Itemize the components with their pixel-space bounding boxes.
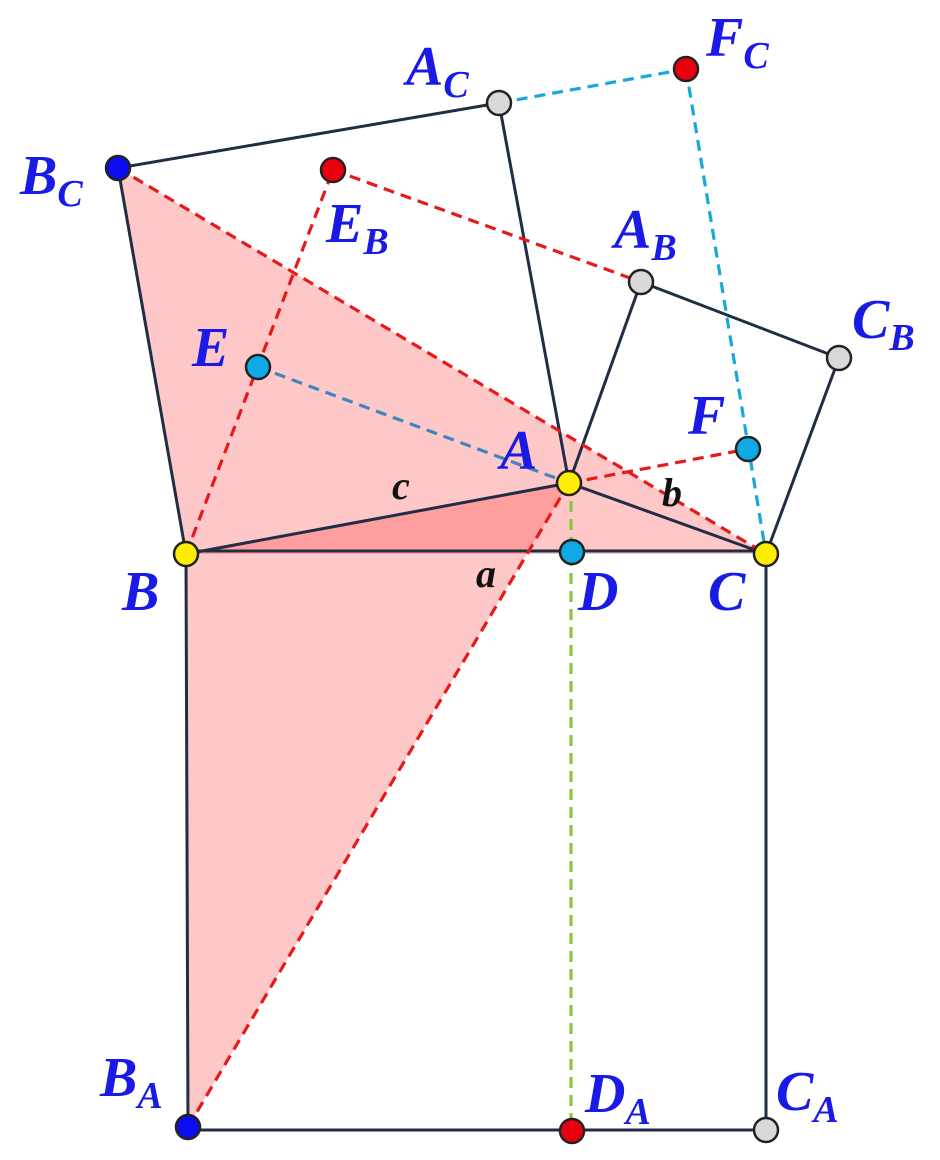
point-E-dot <box>244 353 272 381</box>
square-left <box>184 553 190 1128</box>
point-AC-dot <box>485 89 513 117</box>
dashed-a-f <box>568 447 749 485</box>
point-FC: FC <box>672 7 769 83</box>
point-EB-dot <box>319 156 347 184</box>
point-DA-dot <box>558 1117 586 1145</box>
dashed-lines <box>117 67 768 1130</box>
point-AB-dot <box>627 268 655 296</box>
segment-b-bc <box>116 167 188 555</box>
side-label-b: b <box>662 470 682 515</box>
point-AC-label: AC <box>403 36 469 106</box>
point-FC-dot <box>672 55 700 83</box>
side-c <box>185 481 570 556</box>
point-D: D <box>558 538 618 623</box>
point-CB: CB <box>825 289 915 372</box>
point-EB: EB <box>319 156 389 263</box>
points: A B C D E F AC FC <box>19 7 915 1145</box>
shaded-regions <box>118 168 766 1127</box>
point-C-label: C <box>708 561 746 623</box>
point-DA-label: DA <box>584 1063 651 1133</box>
point-CA: CA <box>752 1061 839 1144</box>
point-CB-dot <box>825 344 853 372</box>
point-BC-label: BC <box>19 145 83 215</box>
point-C: C <box>708 540 780 623</box>
point-F-dot <box>734 435 762 463</box>
dashed-fc-c <box>684 68 768 555</box>
segment-a-ab <box>567 281 643 484</box>
dashed-eb-ab <box>332 168 642 284</box>
dashed-ac-fc <box>498 67 687 105</box>
point-F-label: F <box>687 385 725 447</box>
point-BA: BA <box>99 1047 202 1141</box>
point-D-label: D <box>577 561 618 623</box>
point-AC: AC <box>403 36 513 117</box>
point-CA-dot <box>752 1116 780 1144</box>
dashed-e-a <box>257 365 570 485</box>
point-A: A <box>497 420 583 497</box>
side-labels: a b c <box>392 463 682 596</box>
point-EB-label: EB <box>325 193 389 263</box>
side-label-a: a <box>476 551 496 596</box>
point-B-label: B <box>121 561 159 623</box>
point-CB-label: CB <box>852 289 915 359</box>
segment-ac-a <box>497 102 571 484</box>
point-B: B <box>121 540 200 623</box>
point-B-dot <box>172 540 200 568</box>
point-AB: AB <box>611 199 677 296</box>
point-BA-label: BA <box>99 1047 163 1117</box>
side-label-c: c <box>392 463 410 508</box>
point-DA: DA <box>558 1063 651 1145</box>
segment-ab-cb <box>640 280 840 360</box>
point-CA-label: CA <box>776 1061 839 1131</box>
point-C-dot <box>752 540 780 568</box>
point-BC: BC <box>19 145 132 215</box>
point-AB-label: AB <box>611 199 677 269</box>
point-BC-dot <box>104 154 132 182</box>
segment-bc-ac <box>117 101 500 170</box>
point-E: E <box>191 317 272 381</box>
side-b <box>568 481 767 556</box>
point-A-label: A <box>497 420 537 482</box>
solid-lines <box>116 101 841 1132</box>
point-A-dot <box>555 469 583 497</box>
point-D-dot <box>558 538 586 566</box>
point-F: F <box>687 385 762 463</box>
point-BA-dot <box>174 1113 202 1141</box>
point-FC-label: FC <box>705 7 769 77</box>
segment-cb-c <box>764 357 841 555</box>
point-E-label: E <box>191 317 229 379</box>
